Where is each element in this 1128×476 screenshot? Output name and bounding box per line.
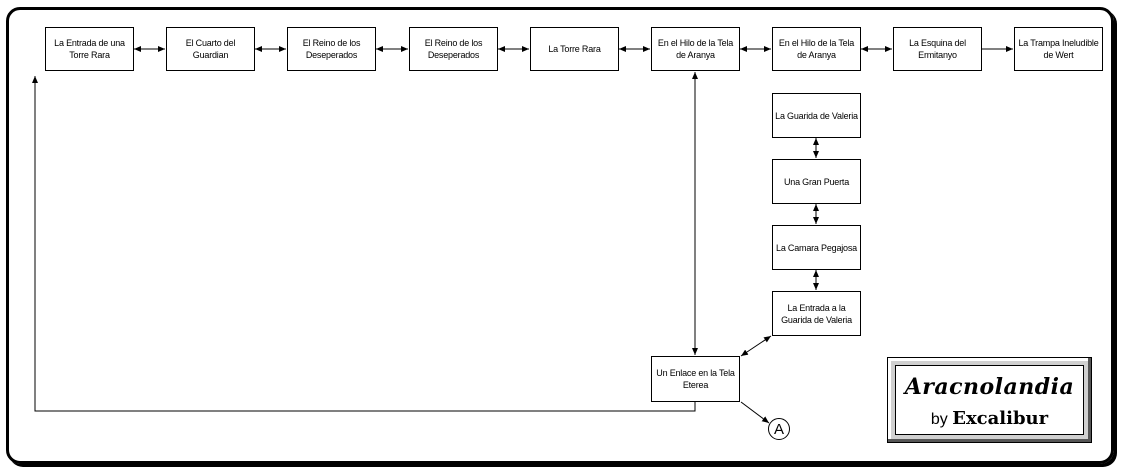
room-r13[interactable]: La Entrada a la Guarida de Valeria <box>772 291 861 336</box>
room-label: La Entrada de una Torre Rara <box>54 38 125 60</box>
room-r5[interactable]: La Torre Rara <box>530 27 619 71</box>
room-label: El Cuarto del Guardian <box>185 38 236 60</box>
exit-marker[interactable]: A <box>768 418 790 440</box>
map-frame <box>6 7 1114 464</box>
room-r3[interactable]: El Reino de los Deseperados <box>287 27 376 71</box>
room-label: El Reino de los Deseperados <box>302 38 361 60</box>
exit-label: A <box>773 420 784 438</box>
room-label: El Reino de los Deseperados <box>424 38 483 60</box>
room-r2[interactable]: El Cuarto del Guardian <box>166 27 255 71</box>
map-byline: by Excalibur <box>896 408 1083 429</box>
by-word: by <box>930 411 948 428</box>
room-label: Un Enlace en la Tela Eterea <box>656 368 735 390</box>
room-r1[interactable]: La Entrada de una Torre Rara <box>45 27 134 71</box>
room-label: La Guarida de Valeria <box>775 110 858 121</box>
title-panel: Aracnolandia by Excalibur <box>895 365 1084 435</box>
room-label: La Torre Rara <box>548 44 601 54</box>
link-r14-exit <box>740 401 770 424</box>
map-title: Aracnolandia <box>904 374 1075 400</box>
room-r14[interactable]: Un Enlace en la Tela Eterea <box>651 356 740 402</box>
room-r11[interactable]: Una Gran Puerta <box>772 159 861 204</box>
room-label: En el Hilo de la Tela de Aranya <box>778 38 855 60</box>
room-label: Una Gran Puerta <box>783 176 850 187</box>
title-box: Aracnolandia by Excalibur <box>887 357 1092 443</box>
room-label: La Camara Pegajosa <box>776 242 857 253</box>
room-r4[interactable]: El Reino de los Deseperados <box>409 27 498 71</box>
room-r10[interactable]: La Guarida de Valeria <box>772 93 861 138</box>
room-label: La Esquina del Ermitanyo <box>909 38 966 60</box>
room-r12[interactable]: La Camara Pegajosa <box>772 225 861 270</box>
room-label: La Trampa Ineludible de Wert <box>1018 38 1099 60</box>
author-name: Excalibur <box>952 408 1049 429</box>
room-r9[interactable]: La Trampa Ineludible de Wert <box>1014 27 1103 71</box>
room-label: La Entrada a la Guarida de Valeria <box>781 302 852 325</box>
room-r7[interactable]: En el Hilo de la Tela de Aranya <box>772 27 861 71</box>
link-r14-r1 <box>32 76 696 412</box>
room-r6[interactable]: En el Hilo de la Tela de Aranya <box>651 27 740 71</box>
room-r8[interactable]: La Esquina del Ermitanyo <box>893 27 982 71</box>
room-label: En el Hilo de la Tela de Aranya <box>657 38 734 60</box>
link-r13-r14 <box>740 335 772 357</box>
